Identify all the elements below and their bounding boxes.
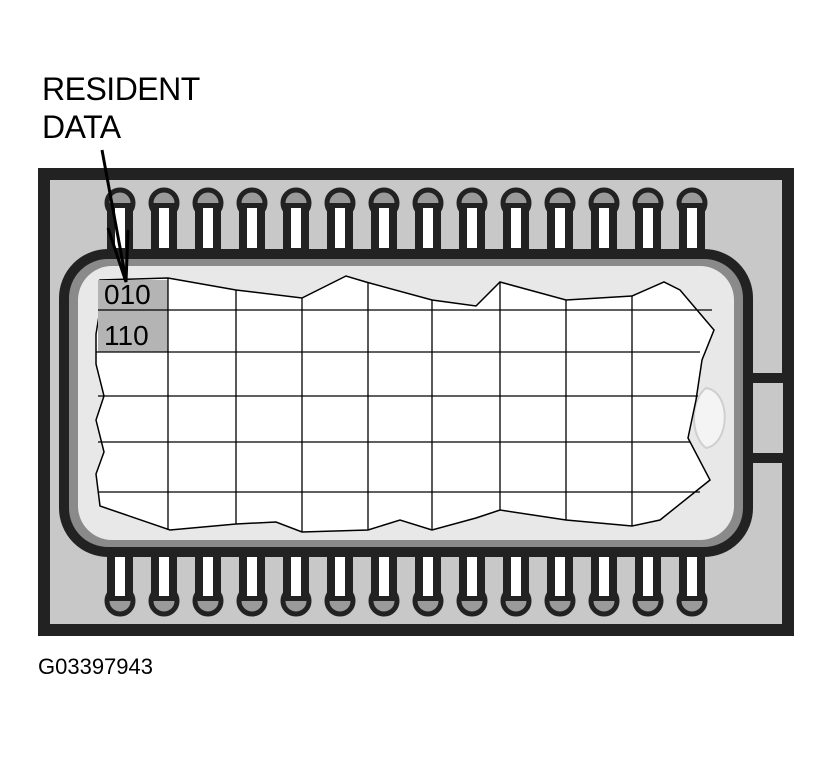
callout-label: RESIDENT DATA — [42, 70, 200, 146]
bottom-pins — [104, 552, 708, 617]
top-pin — [412, 187, 444, 252]
top-pin — [544, 187, 576, 252]
top-pin — [368, 187, 400, 252]
top-pin — [148, 187, 180, 252]
bottom-pin — [588, 552, 620, 617]
leader-arrowhead — [106, 227, 130, 283]
callout-line-1: RESIDENT — [42, 71, 200, 107]
figure-id: G03397943 — [38, 654, 153, 679]
bottom-pin — [456, 552, 488, 617]
leader-line — [100, 149, 128, 281]
bottom-pin — [104, 552, 136, 617]
bottom-pin — [368, 552, 400, 617]
top-pin — [632, 187, 664, 252]
top-pin — [236, 187, 268, 252]
top-pins — [104, 187, 708, 252]
callout-line-2: DATA — [42, 109, 121, 145]
top-pin — [192, 187, 224, 252]
bottom-pin — [632, 552, 664, 617]
memory-map-sheet — [95, 275, 715, 533]
cell-value-110: 110 — [104, 320, 149, 351]
bottom-pin — [236, 552, 268, 617]
bottom-pin — [676, 552, 708, 617]
top-pin — [456, 187, 488, 252]
bottom-pin — [192, 552, 224, 617]
cell-value-010: 010 — [104, 279, 151, 310]
top-pin — [676, 187, 708, 252]
resident-cell-1 — [98, 280, 168, 310]
top-pin — [588, 187, 620, 252]
bottom-pin — [500, 552, 532, 617]
bottom-pin — [148, 552, 180, 617]
bottom-pin — [412, 552, 444, 617]
memory-grid — [96, 278, 712, 532]
bottom-pin — [324, 552, 356, 617]
top-pin — [500, 187, 532, 252]
top-pin — [324, 187, 356, 252]
bottom-pin — [544, 552, 576, 617]
top-pin — [280, 187, 312, 252]
bottom-pin — [280, 552, 312, 617]
resident-cell-2 — [98, 310, 168, 352]
